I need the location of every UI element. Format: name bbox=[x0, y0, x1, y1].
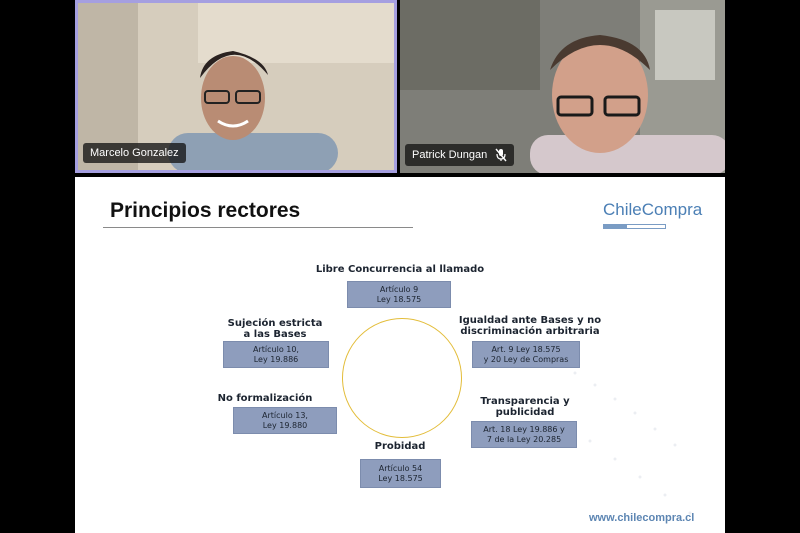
reference-line: Ley 19.886 bbox=[253, 354, 299, 364]
title-divider bbox=[103, 227, 413, 228]
reference-line: Artículo 54 bbox=[378, 463, 423, 473]
reference-line: Artículo 9 bbox=[379, 284, 419, 294]
mic-muted-icon bbox=[495, 148, 507, 162]
reference-line: Artículo 13, bbox=[262, 410, 308, 420]
label-line: Sujeción estricta bbox=[227, 318, 323, 329]
reference-line: 7 de la Ley 20.285 bbox=[486, 434, 562, 444]
participant-name-tag: Patrick Dungan bbox=[405, 144, 515, 166]
reference-line: Artículo 10, bbox=[253, 344, 299, 354]
label-line: Transparencia y bbox=[480, 396, 570, 407]
shared-slide: Principios rectores ChileCompra Libre Co… bbox=[75, 177, 725, 533]
participant-name: Marcelo Gonzalez bbox=[90, 147, 179, 159]
logo-underline bbox=[603, 224, 666, 229]
principle-label: Probidad bbox=[374, 441, 426, 452]
principle-label: No formalización bbox=[217, 393, 313, 404]
principles-circle bbox=[342, 318, 462, 438]
video-tile-marcelo[interactable]: Marcelo Gonzalez bbox=[75, 0, 397, 173]
label-line: Igualdad ante Bases y no bbox=[458, 315, 602, 326]
label-line: publicidad bbox=[495, 407, 555, 418]
label-line: a las Bases bbox=[243, 329, 307, 340]
reference-line: Ley 18.575 bbox=[378, 473, 423, 483]
principle-reference-box: Art. 9 Ley 18.575 y 20 Ley de Compras bbox=[472, 341, 580, 368]
principle-label: Transparencia y publicidad bbox=[470, 396, 580, 418]
chilecompra-logo: ChileCompra bbox=[603, 200, 703, 219]
video-tile-patrick[interactable]: Patrick Dungan bbox=[400, 0, 725, 173]
principle-label: Libre Concurrencia al llamado bbox=[315, 264, 485, 275]
principle-reference-box: Artículo 54 Ley 18.575 bbox=[360, 459, 441, 488]
reference-line: Ley 18.575 bbox=[376, 294, 422, 304]
principle-reference-box: Artículo 13, Ley 19.880 bbox=[233, 407, 337, 434]
principle-reference-box: Art. 18 Ley 19.886 y 7 de la Ley 20.285 bbox=[471, 421, 577, 448]
reference-line: y 20 Ley de Compras bbox=[483, 354, 569, 364]
participant-video bbox=[78, 3, 394, 170]
reference-line: Art. 18 Ley 19.886 y bbox=[483, 424, 565, 434]
website-url: www.chilecompra.cl bbox=[589, 512, 695, 524]
principle-label: Sujeción estricta a las Bases bbox=[220, 318, 330, 340]
principle-label: Igualdad ante Bases y no discriminación … bbox=[455, 315, 605, 337]
participant-name-tag: Marcelo Gonzalez bbox=[83, 143, 186, 163]
reference-line: Art. 9 Ley 18.575 bbox=[491, 344, 561, 354]
principle-reference-box: Artículo 10, Ley 19.886 bbox=[223, 341, 329, 368]
participant-name: Patrick Dungan bbox=[412, 149, 488, 161]
slide-title: Principios rectores bbox=[110, 199, 301, 222]
principle-reference-box: Artículo 9 Ley 18.575 bbox=[347, 281, 451, 308]
reference-line: Ley 19.880 bbox=[262, 420, 308, 430]
label-line: discriminación arbitraria bbox=[460, 326, 600, 337]
